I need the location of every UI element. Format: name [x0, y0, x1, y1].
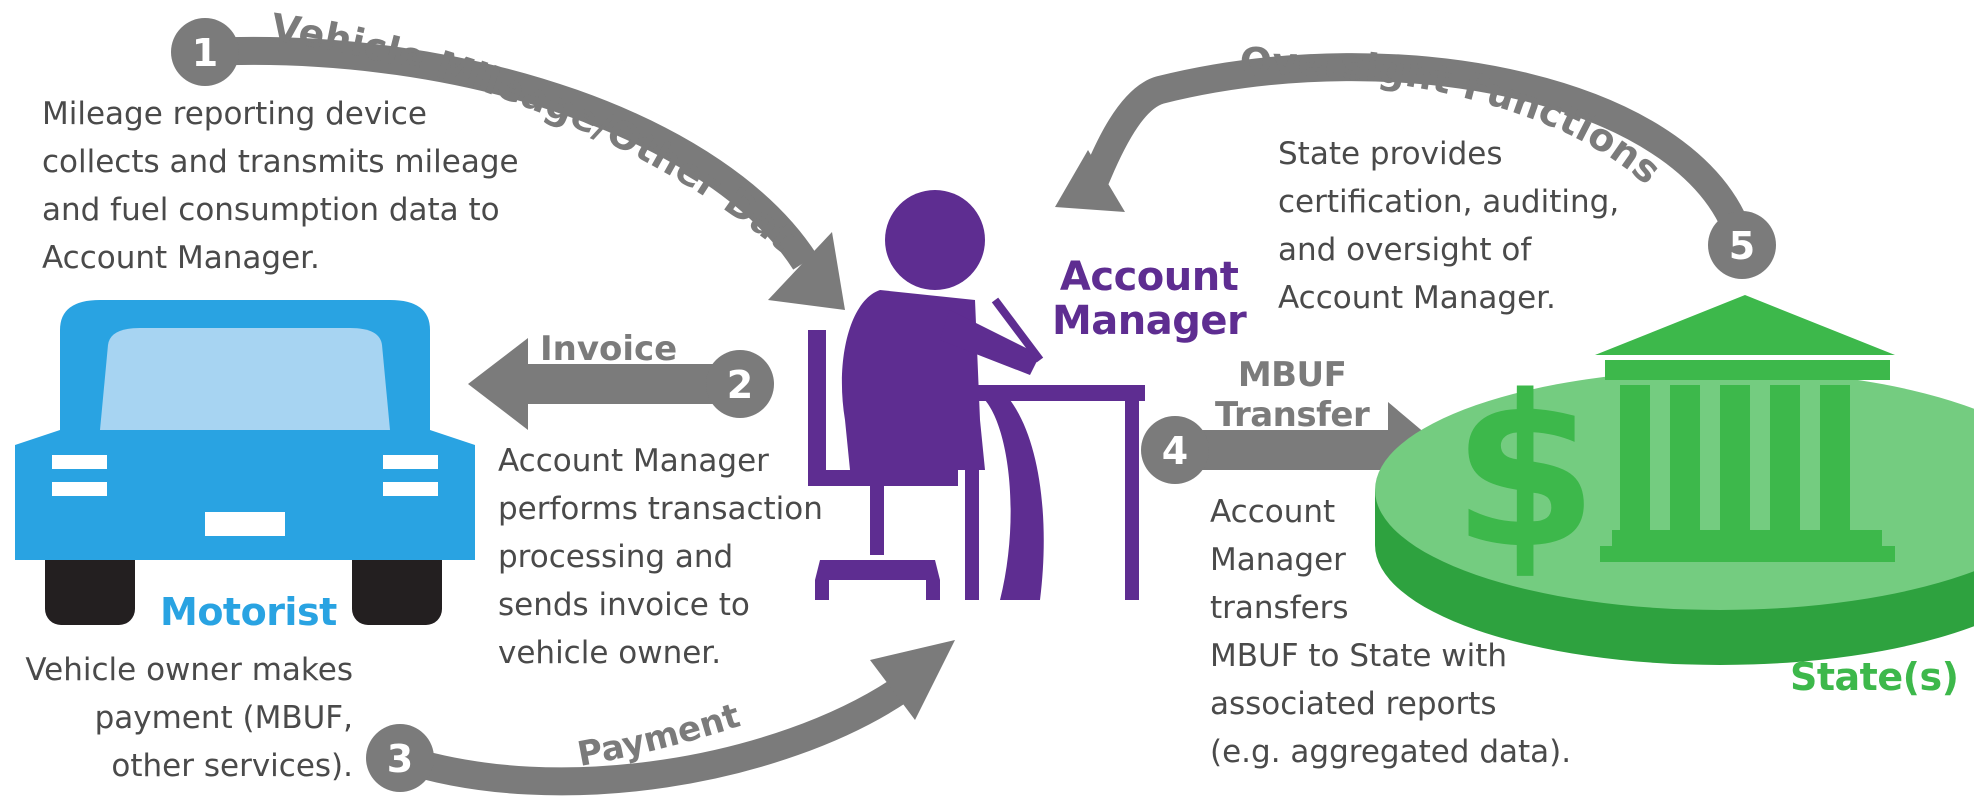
dollar-sign-icon: $ — [1452, 350, 1598, 595]
person-at-desk-icon — [808, 190, 1145, 600]
flow-2-number: 2 — [727, 363, 753, 407]
flow-2-label: Invoice — [540, 329, 677, 369]
flow-5-number-badge — [1708, 211, 1776, 279]
state-label: State(s) — [1790, 655, 1959, 699]
flow-5-number: 5 — [1729, 224, 1755, 268]
flow-2-number-badge — [706, 350, 774, 418]
flow-1-description: Mileage reporting device collects and tr… — [42, 96, 519, 276]
state-bank-icon: $ — [1375, 295, 1974, 665]
flow-4-label: MBUF Transfer — [1215, 355, 1370, 435]
flow-1-number-badge — [171, 18, 239, 86]
flow-4-number-badge — [1141, 416, 1209, 484]
flow-3-number-badge — [366, 724, 434, 792]
flow-4-description: Account Manager transfers MBUF to State … — [1210, 494, 1572, 770]
flow-2-arrow: 2 Invoice — [468, 329, 774, 430]
flow-3-number: 3 — [387, 737, 413, 781]
flow-4-number: 4 — [1162, 429, 1188, 473]
flow-3-description: Vehicle owner makes payment (MBUF, other… — [25, 652, 353, 784]
motorist-label: Motorist — [160, 590, 337, 634]
flow-2-description: Account Manager performs transaction pro… — [498, 443, 823, 671]
flow-5-description: State provides certification, auditing, … — [1278, 136, 1620, 316]
flow-1-number: 1 — [192, 31, 218, 75]
account-manager-label: Account Manager — [1052, 254, 1247, 344]
car-icon — [15, 300, 475, 625]
